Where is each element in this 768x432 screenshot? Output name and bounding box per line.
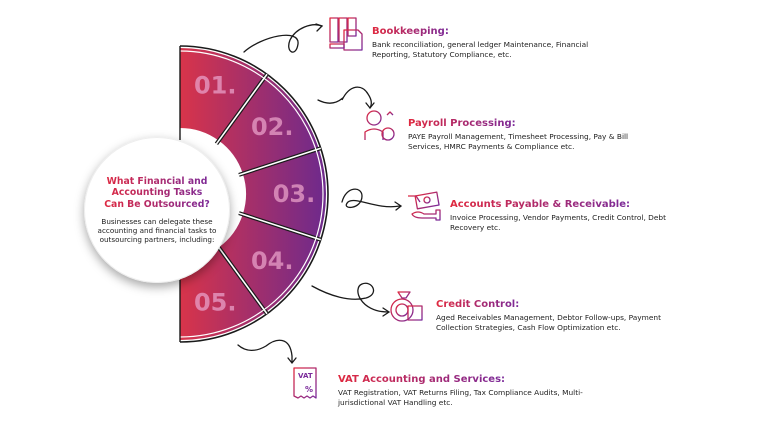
center-title: What Financial and Accounting Tasks Can … bbox=[102, 176, 212, 211]
item-vat-accounting: VAT Accounting and Services: VAT Registr… bbox=[338, 367, 588, 407]
item-description: Bank reconciliation, general ledger Main… bbox=[372, 40, 589, 59]
arrow-3 bbox=[341, 188, 401, 208]
svg-text:%: % bbox=[305, 385, 313, 394]
center-description: Businesses can delegate these accounting… bbox=[97, 217, 217, 245]
center-card: What Financial and Accounting Tasks Can … bbox=[84, 137, 230, 283]
item-credit-control: Credit Control: Aged Receivables Managem… bbox=[436, 292, 686, 332]
money-bag-icon bbox=[390, 291, 423, 322]
arrow-2 bbox=[317, 86, 372, 109]
vat-receipt-icon bbox=[293, 367, 317, 399]
segment-number: 04. bbox=[251, 247, 294, 275]
fan-dividers bbox=[179, 50, 324, 338]
item-title: Credit Control: bbox=[436, 299, 520, 310]
item-accounts-payable-receivable: Accounts Payable & Receivable: Invoice P… bbox=[450, 192, 670, 232]
item-title: VAT Accounting and Services: bbox=[338, 374, 506, 385]
item-description: Invoice Processing, Vendor Payments, Cre… bbox=[450, 213, 666, 232]
arrow-5 bbox=[237, 339, 293, 363]
vat-label-icon-text: VAT bbox=[298, 372, 313, 380]
payroll-icon bbox=[364, 110, 396, 141]
item-description: VAT Registration, VAT Returns Filing, Ta… bbox=[338, 388, 583, 407]
fan-outline bbox=[179, 45, 329, 343]
segment-number: 02. bbox=[251, 113, 294, 141]
segment-number: 05. bbox=[194, 288, 237, 316]
item-title: Payroll Processing: bbox=[408, 118, 516, 129]
fan-segment-4 bbox=[218, 214, 319, 313]
bookkeeping-icon bbox=[329, 17, 363, 51]
arrow-1 bbox=[243, 24, 323, 53]
fan-segment-1 bbox=[180, 48, 266, 141]
segment-numbers: 01. 02. 03. 04. 05. bbox=[194, 72, 315, 317]
item-title: Bookkeeping: bbox=[372, 26, 449, 37]
segment-number: 01. bbox=[194, 72, 237, 100]
fan-segments bbox=[180, 48, 326, 340]
item-description: PAYE Payroll Management, Timesheet Proce… bbox=[408, 132, 629, 151]
connector-arrows bbox=[237, 23, 403, 365]
item-payroll: Payroll Processing: PAYE Payroll Managem… bbox=[408, 111, 648, 151]
arrow-4 bbox=[311, 282, 389, 313]
fan-segment-2 bbox=[218, 75, 319, 174]
fan-segment-5 bbox=[180, 247, 266, 340]
fan-segment-3 bbox=[242, 148, 326, 240]
item-bookkeeping: Bookkeeping: Bank reconciliation, genera… bbox=[372, 19, 612, 59]
segment-number: 03. bbox=[273, 180, 316, 208]
item-description: Aged Receivables Management, Debtor Foll… bbox=[436, 313, 661, 332]
item-title: Accounts Payable & Receivable: bbox=[450, 199, 630, 210]
money-hand-icon bbox=[408, 191, 441, 221]
